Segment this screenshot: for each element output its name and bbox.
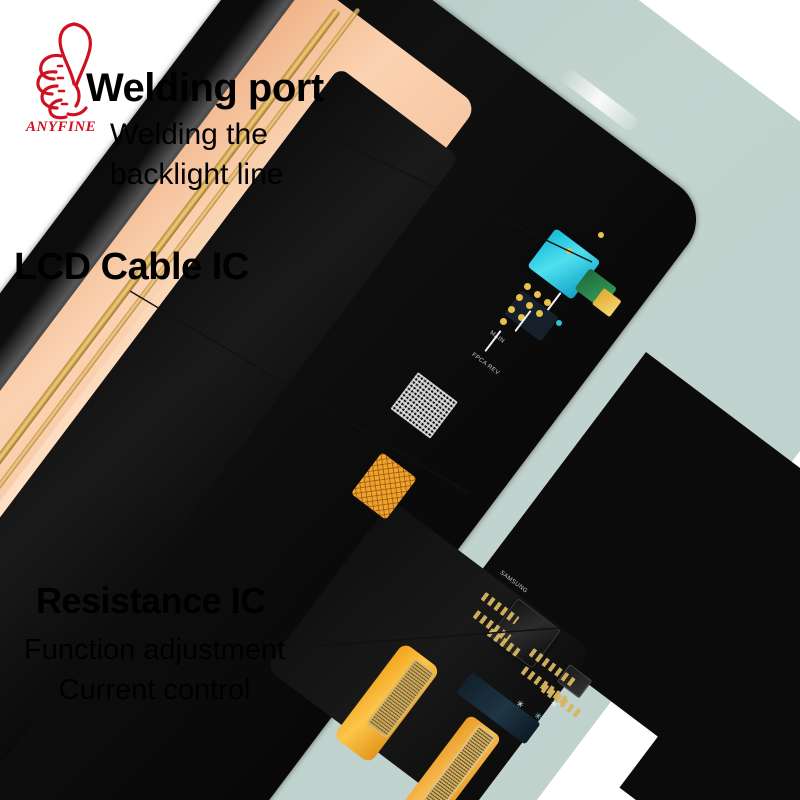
logo-wordmark: ANYFINE: [26, 119, 97, 135]
label-welding-port-title: Welding port: [86, 66, 324, 110]
label-resistance-ic-title: Resistance IC: [36, 580, 266, 621]
solder-dot: [566, 248, 572, 254]
solder-dot: [544, 299, 551, 306]
solder-dot: [516, 294, 523, 301]
solder-dot: [598, 232, 604, 238]
label-resistance-ic-subtitle: Function adjustment Current control: [24, 630, 285, 710]
label-welding-port-subtitle-line1: Welding the: [110, 118, 268, 151]
label-resistance-ic-subtitle-line2: Current control: [58, 674, 251, 706]
solder-dot: [518, 314, 525, 321]
solder-dot: [508, 306, 515, 313]
solder-dot: [500, 318, 507, 325]
label-resistance-ic-subtitle-line1: Function adjustment: [24, 634, 286, 666]
label-welding-port-subtitle-line2: backlight line: [110, 158, 284, 191]
solder-dot: [524, 283, 531, 290]
label-welding-port-subtitle: Welding the backlight line: [110, 115, 283, 195]
solder-dot: [536, 310, 543, 317]
indicator-dot: [556, 320, 562, 326]
anyfine-logo: [36, 22, 92, 120]
solder-dot: [526, 302, 533, 309]
label-lcd-cable-ic-title: LCD Cable IC: [14, 246, 249, 288]
solder-dot: [534, 291, 541, 298]
